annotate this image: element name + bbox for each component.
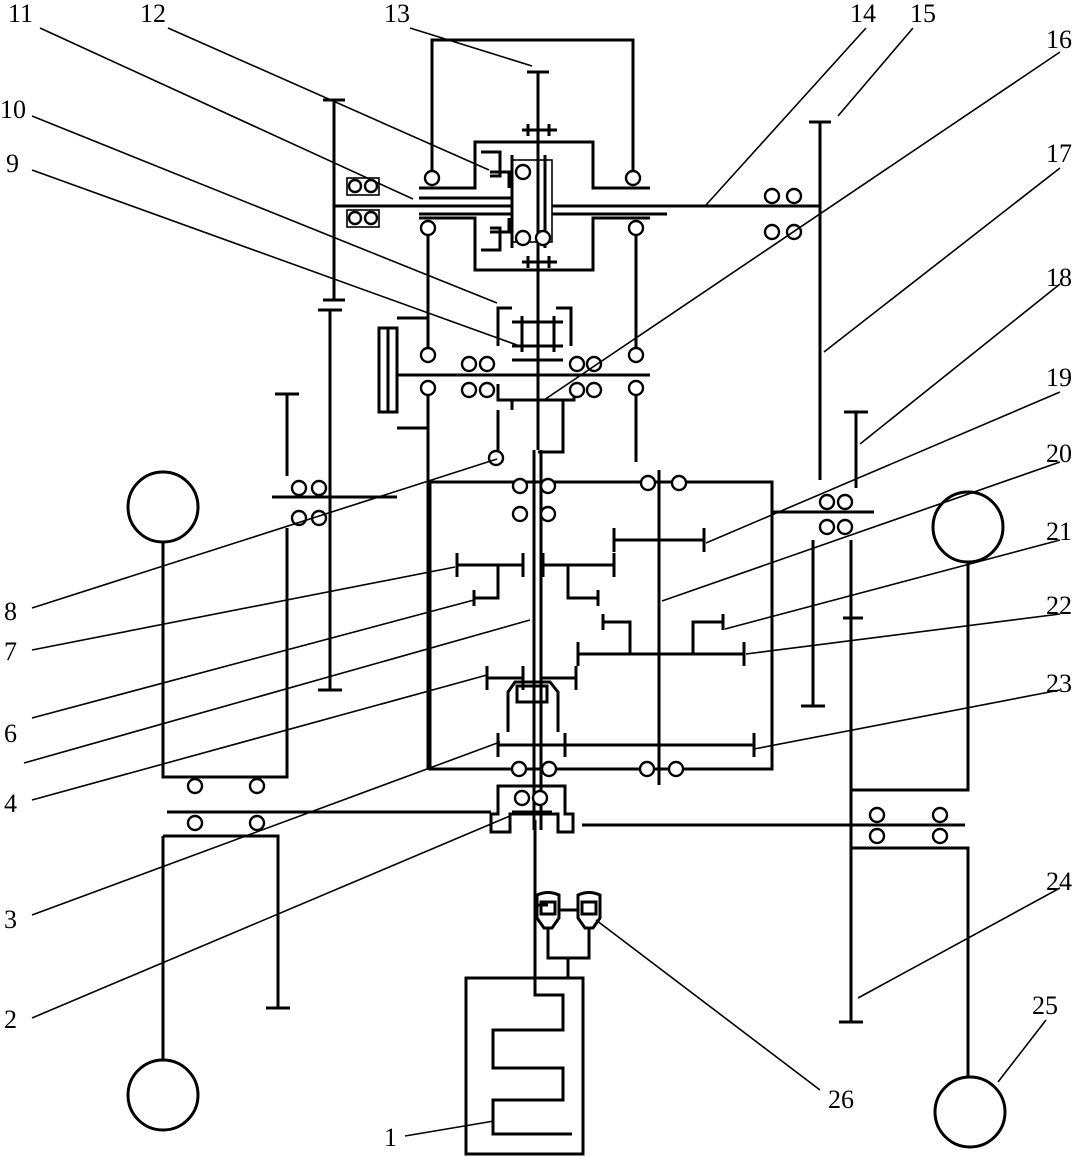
callout-14: 14 [850, 0, 876, 28]
callout-3: 3 [4, 905, 17, 934]
right-final-drive [772, 120, 970, 1078]
callout-24: 24 [1046, 867, 1072, 896]
callout-17: 17 [1046, 139, 1072, 168]
callout-4: 4 [4, 789, 17, 818]
callout-11: 11 [8, 0, 33, 28]
callout-8: 8 [4, 597, 17, 626]
wheels [126, 470, 1007, 1149]
output-differential [167, 784, 965, 834]
callout-1: 1 [384, 1123, 397, 1152]
leader-lines [23, 27, 1061, 1137]
callout-22: 22 [1046, 591, 1072, 620]
callout-20: 20 [1046, 439, 1072, 468]
callout-6: 6 [4, 719, 17, 748]
callout-12: 12 [140, 0, 166, 28]
callout-10: 10 [0, 95, 26, 124]
main-gearbox [428, 450, 774, 830]
callout-16: 16 [1046, 25, 1072, 54]
callout-15: 15 [910, 0, 936, 28]
bearings [186, 163, 949, 845]
callout-19: 19 [1046, 363, 1072, 392]
hydraulic-couplings [535, 891, 602, 978]
callout-2: 2 [4, 1005, 17, 1034]
engine [464, 820, 585, 1156]
callout-9: 9 [6, 149, 19, 178]
left-final-drive [161, 98, 397, 1060]
callout-13: 13 [384, 0, 410, 28]
callout-7: 7 [4, 637, 17, 666]
callout-26: 26 [828, 1085, 854, 1114]
callout-25: 25 [1032, 991, 1058, 1020]
callout-21: 21 [1046, 517, 1072, 546]
callout-18: 18 [1046, 263, 1072, 292]
callout-23: 23 [1046, 669, 1072, 698]
